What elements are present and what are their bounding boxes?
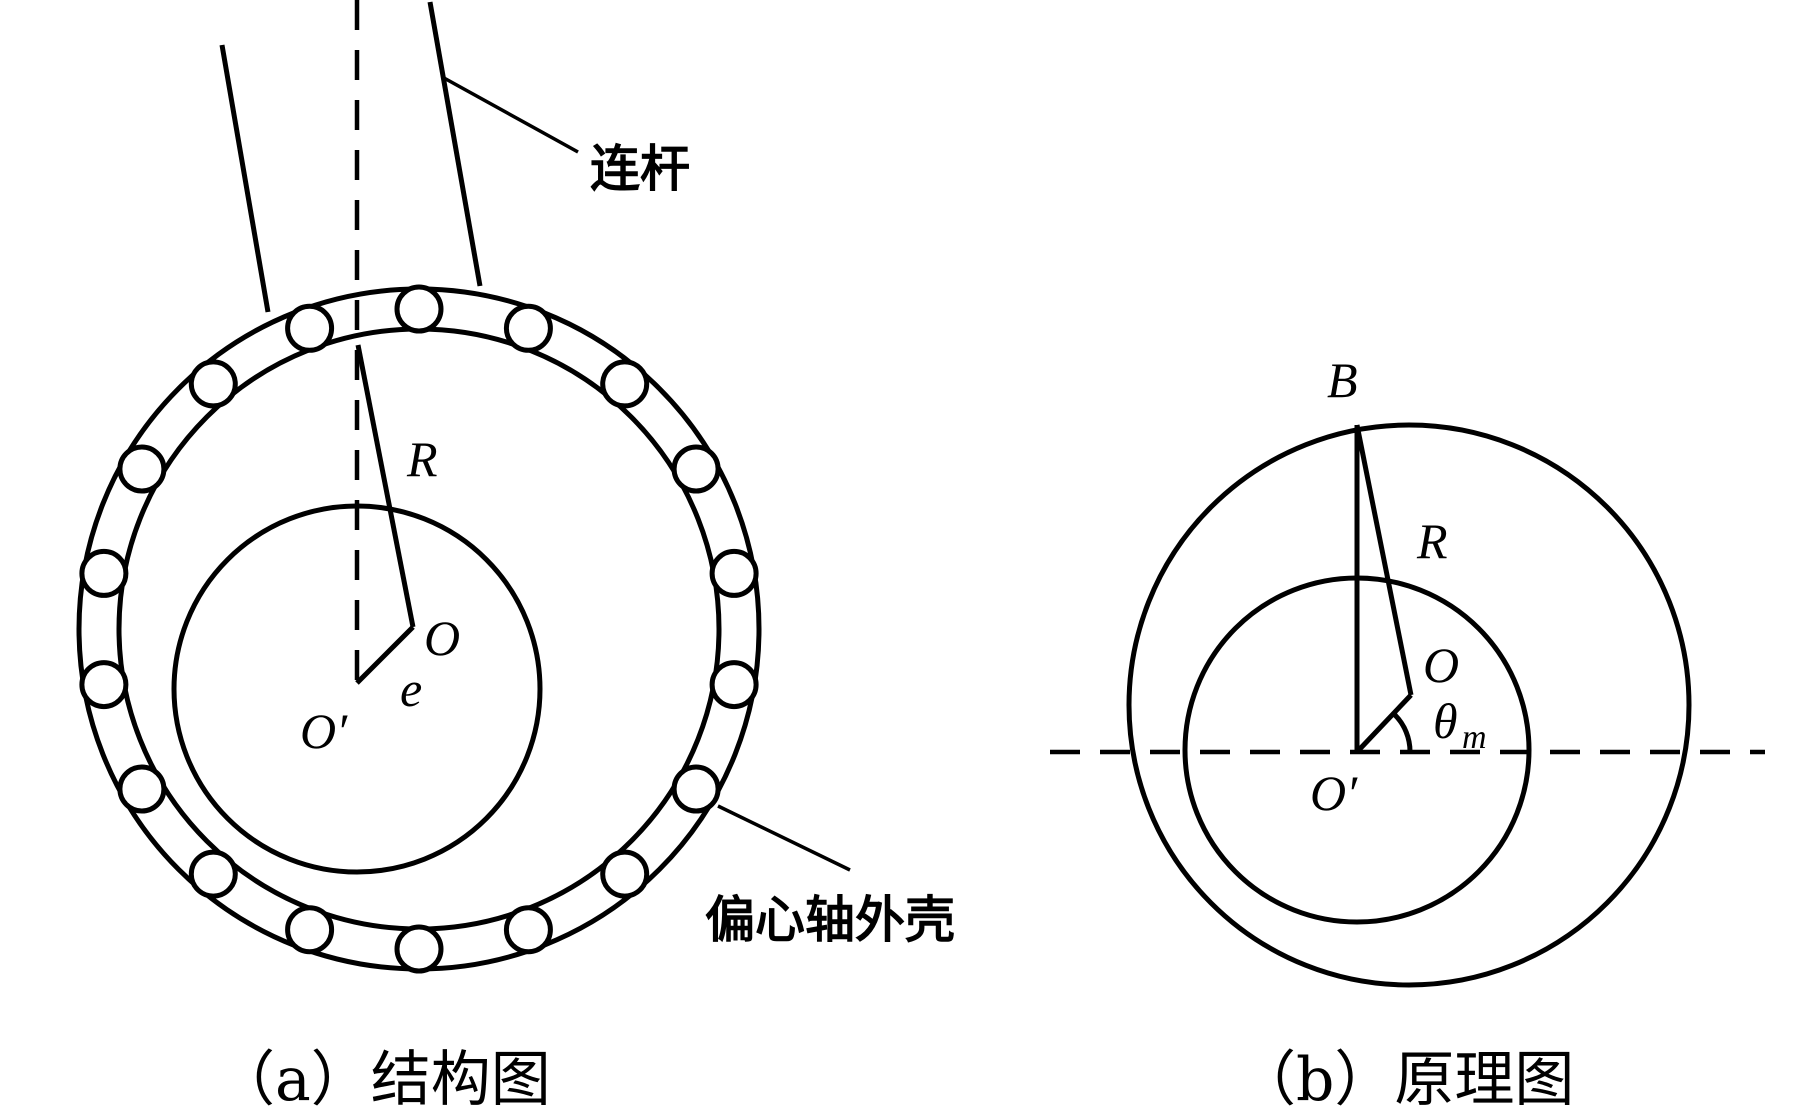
- label-R: R: [406, 431, 438, 487]
- caption-b: （b）原理图: [1236, 1045, 1574, 1115]
- roller: [600, 359, 650, 409]
- roller: [79, 548, 129, 598]
- roller: [600, 849, 650, 899]
- label-O-prime-b: O′: [1310, 765, 1358, 821]
- angle-arc: [1393, 713, 1413, 753]
- caption-a: （a）结构图: [215, 1045, 551, 1115]
- roller: [188, 849, 238, 899]
- roller: [709, 660, 759, 710]
- roller: [285, 905, 335, 955]
- panel-b-principle: B R O θ m O′ （b）原理图: [1050, 352, 1765, 1115]
- roller: [709, 548, 759, 598]
- roller: [671, 444, 721, 494]
- connecting-rod-leader: [443, 76, 579, 154]
- roller: [503, 303, 553, 353]
- roller: [117, 444, 167, 494]
- roller: [117, 764, 167, 814]
- label-R-b: R: [1416, 513, 1448, 569]
- label-O-b: O: [1423, 637, 1459, 693]
- eccentric-shaft: [171, 503, 543, 875]
- roller: [671, 764, 721, 814]
- roller: [188, 359, 238, 409]
- label-theta-sub: m: [1462, 719, 1487, 756]
- connecting-rod-left-edge: [219, 44, 271, 313]
- roller-group: [79, 284, 759, 974]
- eccentricity-line: [355, 625, 415, 685]
- label-B: B: [1327, 352, 1358, 408]
- connecting-rod-right-edge: [427, 1, 483, 287]
- inner-ring: [116, 326, 722, 932]
- roller: [394, 924, 444, 974]
- radius-line: [355, 344, 416, 628]
- label-O: O: [424, 610, 460, 666]
- eccentricity-line-b: [1355, 693, 1413, 754]
- label-O-prime: O′: [300, 703, 348, 759]
- radius-line-b: [1354, 424, 1414, 696]
- outer-ring: [76, 286, 762, 972]
- label-theta: θ: [1433, 693, 1458, 749]
- eccentric-shell-label: 偏心轴外壳: [705, 891, 955, 949]
- panel-a-structure: R O e O′ 连杆 偏心轴外壳 （a）结构图: [76, 0, 955, 1115]
- roller: [285, 303, 335, 353]
- label-e: e: [400, 661, 422, 717]
- eccentric-shell-leader: [717, 804, 851, 872]
- roller: [503, 905, 553, 955]
- large-circle: [1126, 422, 1692, 988]
- roller: [79, 660, 129, 710]
- connecting-rod-label: 连杆: [590, 140, 690, 198]
- roller: [394, 284, 444, 334]
